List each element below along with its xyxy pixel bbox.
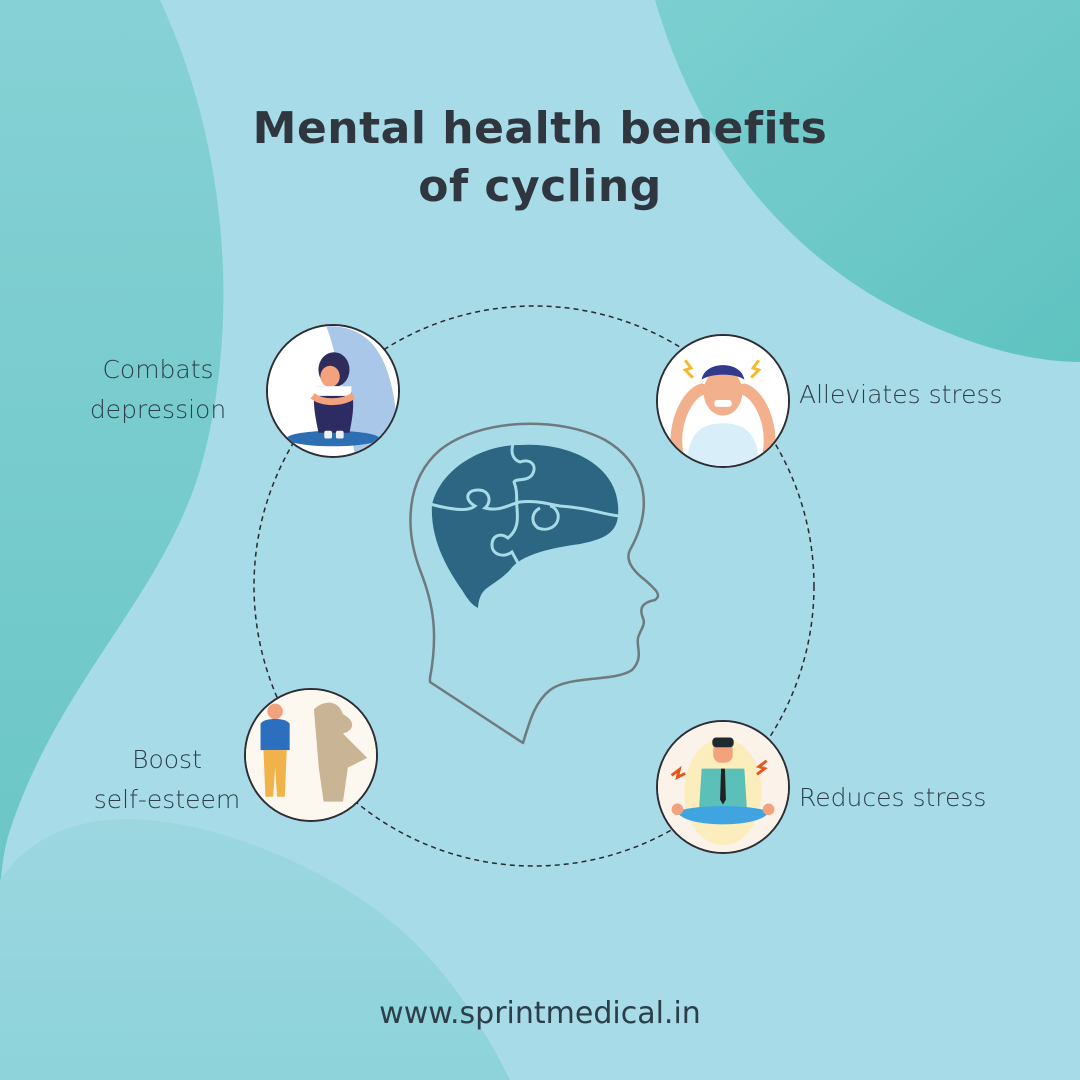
benefit-label-reduces-stress: Reduces stress (799, 783, 987, 812)
page-title: Mental health benefits of cycling (0, 100, 1080, 216)
benefit-label-alleviates-stress: Alleviates stress (799, 380, 1003, 409)
meditating-man-icon (658, 722, 788, 852)
benefit-label-combats-depression: Combats depression (89, 355, 227, 424)
footer-website-url: www.sprintmedical.in (379, 996, 701, 1031)
benefit-icon-alleviates-stress (656, 334, 790, 468)
head-puzzle-brain-icon (409, 422, 660, 745)
title-line-2: of cycling (418, 161, 662, 212)
stressed-man-icon (658, 336, 788, 466)
title-line-1: Mental health benefits (252, 103, 828, 154)
confident-man-icon (246, 690, 376, 820)
benefit-label-boost-self-esteem: Boost self-esteem (93, 745, 241, 814)
benefit-icon-reduces-stress (656, 720, 790, 854)
benefit-icon-boost-self-esteem (244, 688, 378, 822)
sad-woman-icon (268, 326, 398, 456)
benefit-icon-combats-depression (266, 324, 400, 458)
